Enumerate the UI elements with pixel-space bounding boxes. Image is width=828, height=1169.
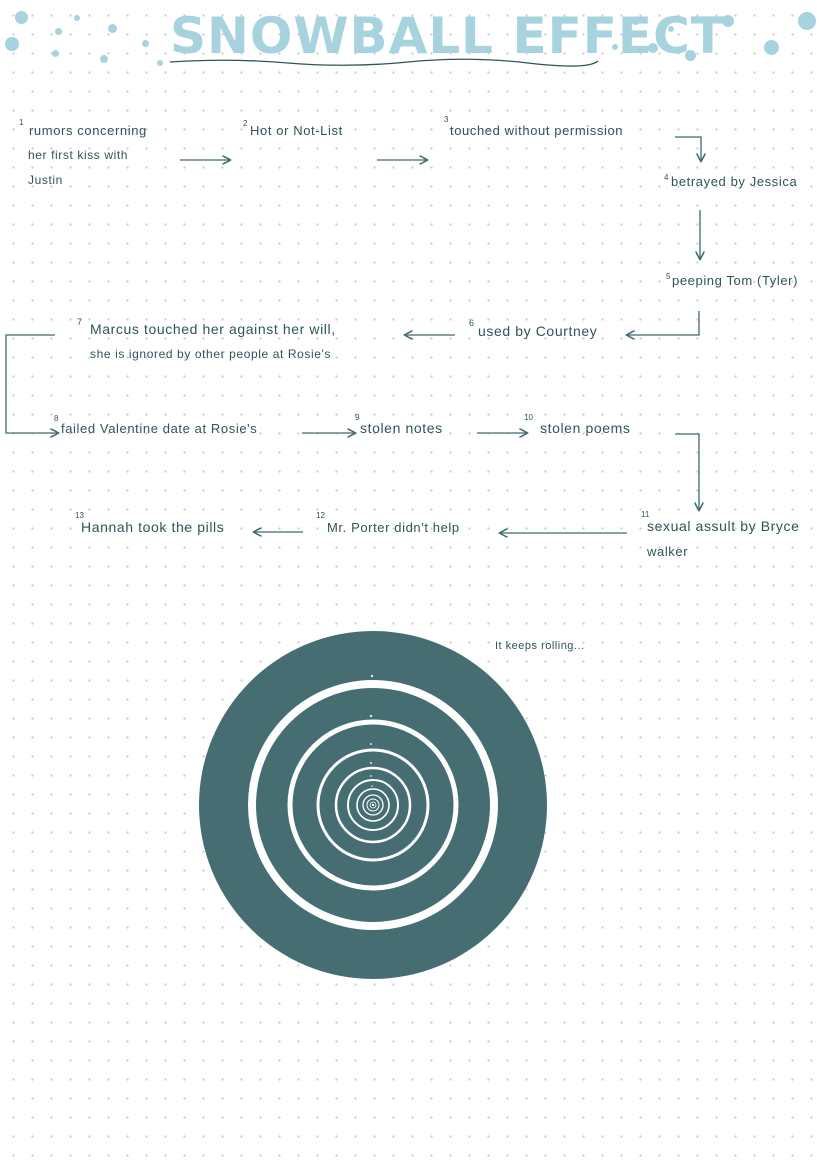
ring-marker xyxy=(370,762,372,764)
ring-marker xyxy=(371,785,373,787)
event-number: 13 xyxy=(75,511,84,520)
snowball-ring xyxy=(248,680,498,930)
event-node-13: 13 Hannah took the pills xyxy=(75,511,225,540)
snow-dot xyxy=(764,40,779,55)
event-text: betrayed by Jessica xyxy=(671,174,798,189)
snowball-ring xyxy=(316,748,430,862)
event-text-line-2: walker xyxy=(647,544,689,559)
event-node-7: 7 Marcus touched her against her will, s… xyxy=(77,317,336,367)
event-node-11: 11 sexual assult by Bryce walker xyxy=(640,510,800,564)
snowball-ring xyxy=(347,779,399,831)
snow-dot xyxy=(100,55,108,63)
event-number: 6 xyxy=(469,318,475,328)
arrow-7-8 xyxy=(5,334,58,433)
event-text: Mr. Porter didn't help xyxy=(327,520,460,535)
event-text: Hannah took the pills xyxy=(81,519,225,535)
snow-dot xyxy=(668,26,674,32)
event-number: 7 xyxy=(77,317,83,327)
event-text: peeping Tom (Tyler) xyxy=(672,273,799,288)
snow-dot xyxy=(55,28,62,35)
snow-dot xyxy=(685,50,696,61)
snowball-ring xyxy=(369,801,377,809)
event-number: 8 xyxy=(54,414,59,423)
event-node-12: 12 Mr. Porter didn't help xyxy=(316,511,460,540)
event-node-3: 3 touched without permission xyxy=(444,115,624,143)
event-text: used by Courtney xyxy=(478,323,598,339)
arrow-3-4 xyxy=(675,136,701,161)
snow-dot xyxy=(612,44,618,50)
event-node-2: 2 Hot or Not-List xyxy=(243,118,343,143)
event-text: stolen notes xyxy=(360,420,443,436)
event-text-line-2: her first kiss with xyxy=(28,148,129,162)
rolling-note: It keeps rolling... xyxy=(495,640,585,652)
event-number: 12 xyxy=(316,511,325,520)
snow-dot xyxy=(74,15,80,21)
event-text: rumors concerning xyxy=(29,123,147,138)
event-text: sexual assult by Bryce xyxy=(647,518,800,534)
event-node-5: 5 peeping Tom (Tyler) xyxy=(666,268,799,293)
snow-dot xyxy=(142,40,149,47)
event-node-4: 4 betrayed by Jessica xyxy=(664,169,798,194)
event-node-9: 9 stolen notes xyxy=(355,413,443,441)
event-text: failed Valentine date at Rosie's xyxy=(61,421,258,436)
event-text: Hot or Not-List xyxy=(250,123,343,138)
event-text: touched without permission xyxy=(450,123,624,138)
event-text: stolen poems xyxy=(540,420,631,436)
ring-marker xyxy=(370,775,372,777)
event-text-line-3: Justin xyxy=(28,173,63,187)
snow-dot xyxy=(108,24,117,33)
snowball-ring xyxy=(334,766,412,844)
event-number: 5 xyxy=(666,272,671,281)
snow-dot xyxy=(648,43,658,53)
snow-dot xyxy=(157,60,163,66)
event-number: 10 xyxy=(524,413,533,422)
snowball-core xyxy=(371,803,375,807)
event-number: 3 xyxy=(444,115,449,124)
ring-marker xyxy=(370,674,374,678)
event-number: 1 xyxy=(19,118,24,127)
event-number: 9 xyxy=(355,413,360,422)
event-number: 2 xyxy=(243,119,248,128)
snowball-ring xyxy=(366,798,380,812)
snow-dot xyxy=(798,12,816,30)
snowball-ring xyxy=(356,788,390,822)
snow-dot xyxy=(632,18,639,25)
event-node-10: 10 stolen poems xyxy=(524,413,631,441)
event-text-line-2: she is ignored by other people at Rosie'… xyxy=(90,347,332,361)
snowball-ring xyxy=(362,794,384,816)
event-node-6: 6 used by Courtney xyxy=(469,318,598,344)
event-text: Marcus touched her against her will, xyxy=(90,321,336,337)
snow-dot xyxy=(15,11,28,24)
arrow-5-6 xyxy=(627,311,700,335)
arrow-10-11 xyxy=(675,433,699,510)
event-number: 4 xyxy=(664,173,669,182)
event-number: 11 xyxy=(641,510,650,519)
snowball-ring xyxy=(287,719,459,891)
snow-dot xyxy=(722,15,734,27)
event-node-8: 8 failed Valentine date at Rosie's xyxy=(54,414,258,441)
snow-dot xyxy=(52,50,59,57)
snow-dot xyxy=(5,37,19,51)
event-node-1: 1 rumors concerning her first kiss with … xyxy=(19,118,147,193)
ring-marker xyxy=(370,743,372,745)
ring-marker xyxy=(369,714,373,718)
title-underline xyxy=(169,58,599,67)
